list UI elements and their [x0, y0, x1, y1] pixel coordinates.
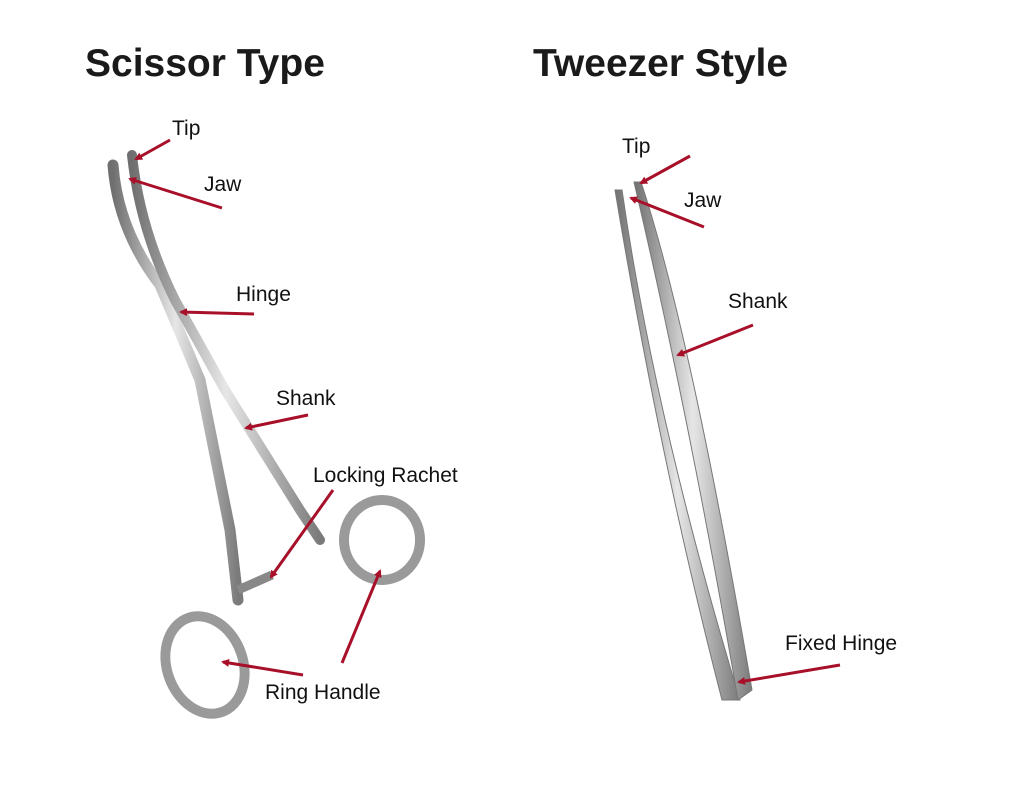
tweezer-tip-label: Tip — [622, 135, 651, 158]
arrow-scissor-ring-right — [340, 569, 382, 664]
arrow-tweezer-shank — [676, 323, 754, 357]
arrow-tweezer-jaw — [629, 196, 705, 229]
arrow-scissor-ring-left — [221, 659, 304, 677]
arrow-scissor-hinge — [179, 308, 255, 317]
hemostat-illustration — [107, 150, 425, 719]
tweezer-shank-label: Shank — [728, 290, 788, 313]
pointer-arrows — [128, 138, 841, 685]
tweezer-jaw-label: Jaw — [684, 189, 722, 212]
tweezer-style-title: Tweezer Style — [533, 42, 789, 85]
scissor-tip-label: Tip — [172, 117, 201, 140]
scissor-locking-rachet-label: Locking Rachet — [313, 464, 458, 487]
tweezer-illustration — [614, 181, 753, 701]
arrow-scissor-shank — [244, 413, 309, 431]
tweezer-fixed-hinge-label: Fixed Hinge — [785, 632, 898, 655]
scissor-ring-handle-label: Ring Handle — [265, 681, 381, 704]
scissor-type-title: Scissor Type — [85, 42, 325, 85]
scissor-hinge-label: Hinge — [236, 283, 291, 306]
arrow-tweezer-fixed-hinge — [737, 663, 841, 685]
arrow-scissor-locking-rachet — [269, 489, 335, 579]
arrow-scissor-tip — [134, 138, 171, 161]
arrow-scissor-jaw — [128, 176, 223, 210]
arrow-tweezer-tip — [639, 154, 691, 185]
scissor-jaw-label: Jaw — [204, 173, 242, 196]
scissor-shank-label: Shank — [276, 387, 336, 410]
